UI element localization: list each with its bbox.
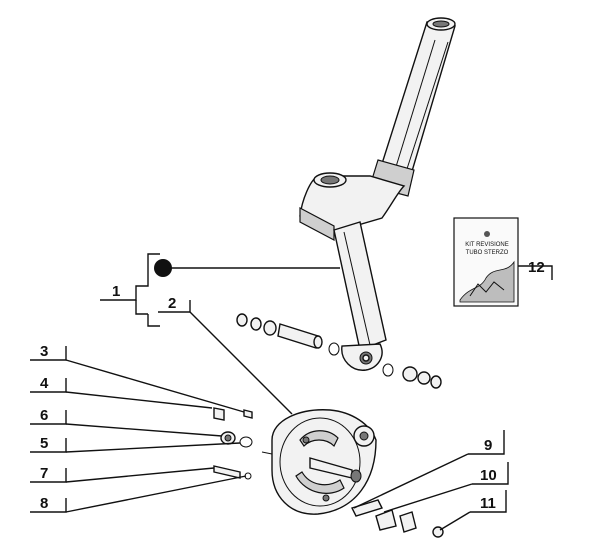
small-hardware [213,407,253,480]
callout-7: 7 [40,465,48,482]
pin-and-bushings [236,313,442,389]
callout-5: 5 [40,435,48,452]
callout-1: 1 [112,283,120,300]
callout-8: 8 [40,495,48,512]
brake-backing-plate [261,409,377,515]
callout-9: 9 [484,437,492,454]
kit-label-line2: TUBO STERZO [466,250,509,256]
callout-3: 3 [40,343,48,360]
leader-lines [30,253,553,531]
callout-10: 10 [480,467,497,484]
kit-label-line1: KIT REVISIONE [465,242,509,248]
mounting-brackets [351,499,444,538]
kit-package-box: KIT REVISIONE TUBO STERZO [453,217,519,307]
callout-11: 11 [480,495,496,512]
steering-tube [299,17,456,371]
callout-2: 2 [168,295,176,312]
callout-6: 6 [40,407,48,424]
callout-labels: 1 2 3 4 6 5 7 8 9 10 11 12 [40,259,545,512]
callout-1-dot [154,259,172,277]
callout-12: 12 [528,259,545,276]
callout-4: 4 [40,375,49,392]
